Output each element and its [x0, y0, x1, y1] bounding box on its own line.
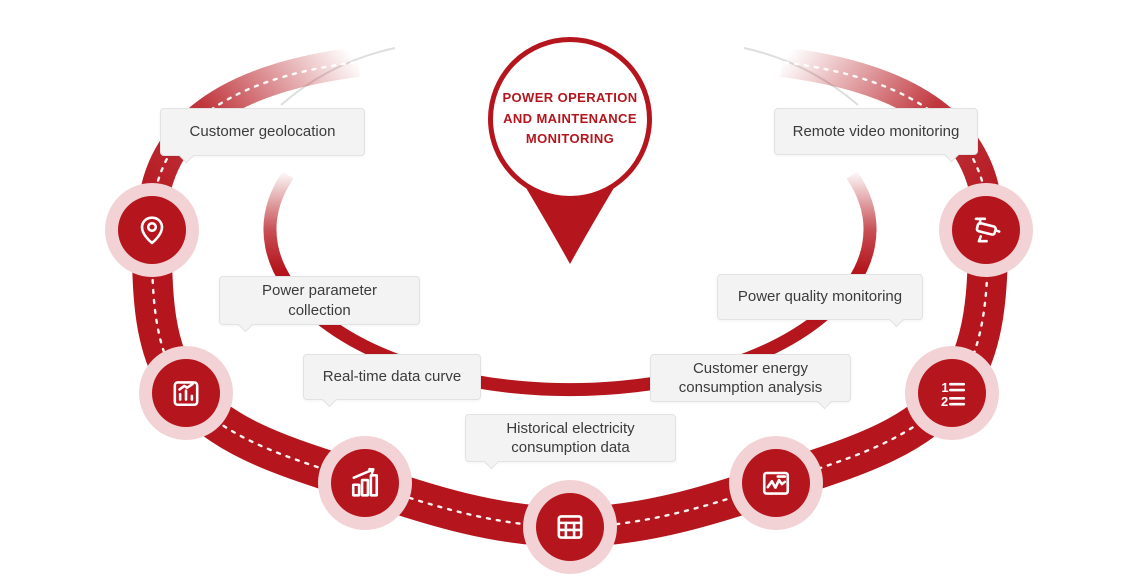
- node-power-parameter: [152, 359, 220, 427]
- label-customer-geolocation: Customer geolocation: [160, 108, 365, 156]
- hub-circle: POWER OPERATION AND MAINTENANCE MONITORI…: [488, 37, 652, 201]
- dashed-connector-left-tip: [150, 60, 360, 232]
- list-number-2: 2: [941, 394, 948, 409]
- chart-report-icon: [173, 381, 199, 407]
- dashed-connector-right-tip: [780, 60, 990, 232]
- bar-chart-growth-icon: [351, 467, 379, 497]
- hub-title-line: POWER OPERATION: [502, 89, 638, 105]
- node-energy-analysis: [742, 449, 810, 517]
- label-power-quality-monitoring: Power quality monitoring: [717, 274, 923, 320]
- numbered-list-icon: 1 2: [941, 380, 966, 409]
- location-pin-icon: [140, 216, 164, 245]
- inner-arc: [263, 171, 877, 397]
- list-number-1: 1: [941, 380, 948, 395]
- label-remote-video-monitoring: Remote video monitoring: [774, 108, 978, 155]
- hub-title-line: AND MAINTENANCE: [503, 110, 637, 126]
- hub-title-line: MONITORING: [525, 131, 615, 147]
- label-real-time-data-curve: Real-time data curve: [303, 354, 481, 400]
- node-growth-chart: [331, 449, 399, 517]
- label-text: Customer geolocation: [189, 123, 336, 141]
- cctv-camera-icon: [974, 217, 1001, 243]
- label-text: Power quality monitoring: [737, 288, 903, 306]
- label-text: Historical electricity consumption data: [506, 419, 635, 457]
- table-grid-icon: [557, 515, 583, 539]
- label-text: Real-time data curve: [322, 368, 462, 386]
- node-historical-data: [536, 493, 604, 561]
- hub-title: POWER OPERATION AND MAINTENANCE MONITORI…: [502, 88, 637, 150]
- label-power-parameter-collection: Power parameter collection: [219, 276, 420, 325]
- label-text: Customer energy consumption analysis: [678, 359, 823, 397]
- wave-chart-icon: [762, 471, 790, 495]
- node-remote-video: [952, 196, 1020, 264]
- node-customer-geolocation: [118, 196, 186, 264]
- label-text: Remote video monitoring: [792, 122, 960, 140]
- label-customer-energy-consumption-analysis: Customer energy consumption analysis: [650, 354, 851, 402]
- label-historical-electricity-consumption-data: Historical electricity consumption data: [465, 414, 676, 462]
- label-text: Power parameter collection: [261, 282, 378, 319]
- node-power-quality: 1 2: [918, 359, 986, 427]
